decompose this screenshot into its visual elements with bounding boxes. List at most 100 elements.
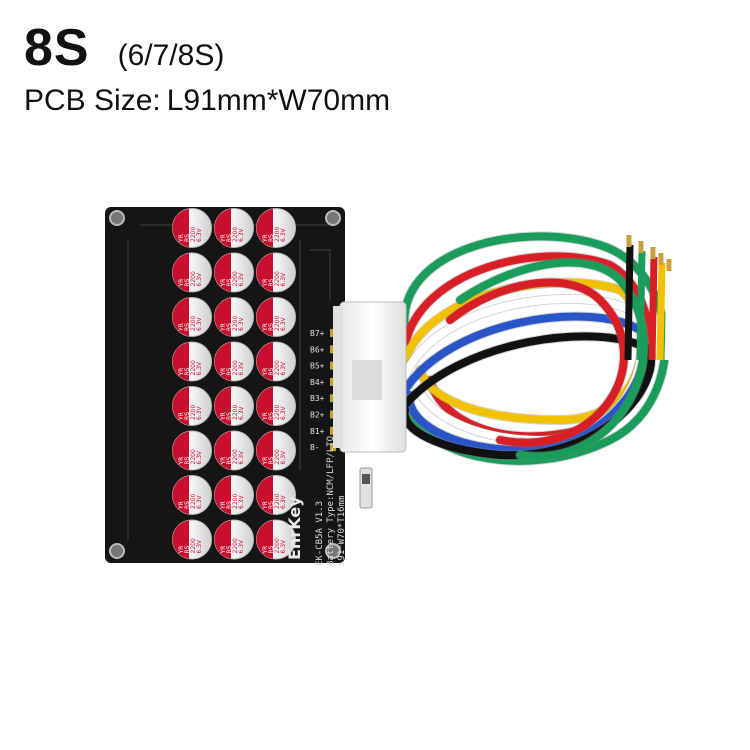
wire-end xyxy=(664,268,674,361)
capacitor-label: YR xyxy=(262,546,269,555)
silkscreen-line-2: Battery Type:NCM/LFP/LTO xyxy=(326,436,336,566)
capacitor-label: RS xyxy=(226,456,233,464)
wire-terminal xyxy=(638,241,644,253)
mounting-holes xyxy=(109,210,341,559)
capacitor-label: 2200 xyxy=(190,538,197,553)
capacitor-label: RS xyxy=(268,412,275,420)
capacitor-label: RS xyxy=(226,278,233,286)
capacitor-label: 6.3V xyxy=(280,316,287,331)
capacitor-label: YR xyxy=(262,501,269,510)
pin-label: B4+ xyxy=(310,378,325,387)
pcb-size-row: PCB Size: L91mm*W70mm xyxy=(24,84,390,118)
mounting-hole xyxy=(109,543,125,559)
wire-terminal xyxy=(658,253,664,265)
capacitor-label: 6.3V xyxy=(196,316,203,331)
capacitor-label: YR xyxy=(262,457,269,466)
capacitor-label: YR xyxy=(178,501,185,510)
capacitor-label: RS xyxy=(268,278,275,286)
capacitor-label: 2200 xyxy=(274,360,281,375)
capacitor-label: 6.3V xyxy=(280,405,287,420)
capacitor-label: 6.3V xyxy=(196,405,203,420)
capacitor-label: RS xyxy=(184,278,191,286)
capacitor-label: 2200 xyxy=(274,316,281,331)
wire-terminal xyxy=(650,247,656,259)
capacitor-label: YR xyxy=(220,368,227,377)
wire-end xyxy=(636,250,646,361)
capacitor-label: 2200 xyxy=(232,316,239,331)
pin-label: B5+ xyxy=(310,362,325,371)
capacitor-label: YR xyxy=(262,368,269,377)
capacitor-label: 6.3V xyxy=(196,361,203,376)
wire-end xyxy=(648,256,658,361)
capacitor-label: 2200 xyxy=(190,494,197,509)
capacitor-label: RS xyxy=(184,412,191,420)
capacitor-label: RS xyxy=(184,456,191,464)
capacitor-label: 2200 xyxy=(232,494,239,509)
pin-label: B7+ xyxy=(310,329,325,338)
capacitor-label: 2200 xyxy=(232,227,239,242)
pin-label: B6+ xyxy=(310,345,325,354)
capacitor-label: 2200 xyxy=(274,405,281,420)
capacitor-label: RS xyxy=(268,234,275,242)
capacitor-label: 2200 xyxy=(232,405,239,420)
wire-harness xyxy=(399,231,674,466)
capacitor-label: 6.3V xyxy=(280,494,287,509)
capacitor-label: YR xyxy=(220,412,227,421)
capacitor-label: 6.3V xyxy=(238,227,245,242)
capacitor-label: 2200 xyxy=(190,271,197,286)
capacitor-label: YR xyxy=(178,457,185,466)
capacitor-label: 2200 xyxy=(274,227,281,242)
wire-end xyxy=(656,262,666,361)
capacitor-label: RS xyxy=(226,412,233,420)
capacitor-label: RS xyxy=(226,323,233,331)
capacitor-label: YR xyxy=(178,279,185,288)
capacitor-label: 2200 xyxy=(274,271,281,286)
capacitor-label: 6.3V xyxy=(196,450,203,465)
mounting-hole xyxy=(325,210,341,226)
capacitor-label: YR xyxy=(178,412,185,421)
pcb-size-value: L91mm*W70mm xyxy=(166,84,391,117)
capacitor-label: YR xyxy=(262,412,269,421)
mounting-hole xyxy=(325,543,341,559)
silkscreen: EnrKey EK-CB5A V1.3 Battery Type:NCM/LFP… xyxy=(285,436,347,566)
capacitor-label: 6.3V xyxy=(238,316,245,331)
capacitor-label: RS xyxy=(184,367,191,375)
product-subtitle: (6/7/8S) xyxy=(117,39,225,72)
capacitor-label: YR xyxy=(262,279,269,288)
pcb-board xyxy=(105,207,345,563)
wire-terminal xyxy=(626,235,632,247)
title-row: 8S (6/7/8S) xyxy=(24,18,224,78)
mode-switch-knob xyxy=(362,474,370,484)
capacitor-label: 6.3V xyxy=(238,494,245,509)
capacitor-label: RS xyxy=(226,234,233,242)
capacitor-label: YR xyxy=(178,546,185,555)
capacitor-label: 2200 xyxy=(274,494,281,509)
wire-terminal xyxy=(666,259,672,271)
capacitor-label: 2200 xyxy=(232,271,239,286)
capacitor-label: YR xyxy=(262,234,269,243)
capacitor-label: 6.3V xyxy=(280,539,287,554)
capacitor-label: 2200 xyxy=(232,449,239,464)
capacitor-label: RS xyxy=(184,545,191,553)
mounting-hole xyxy=(109,210,125,226)
wire-end xyxy=(624,244,634,361)
capacitor-label: RS xyxy=(268,323,275,331)
